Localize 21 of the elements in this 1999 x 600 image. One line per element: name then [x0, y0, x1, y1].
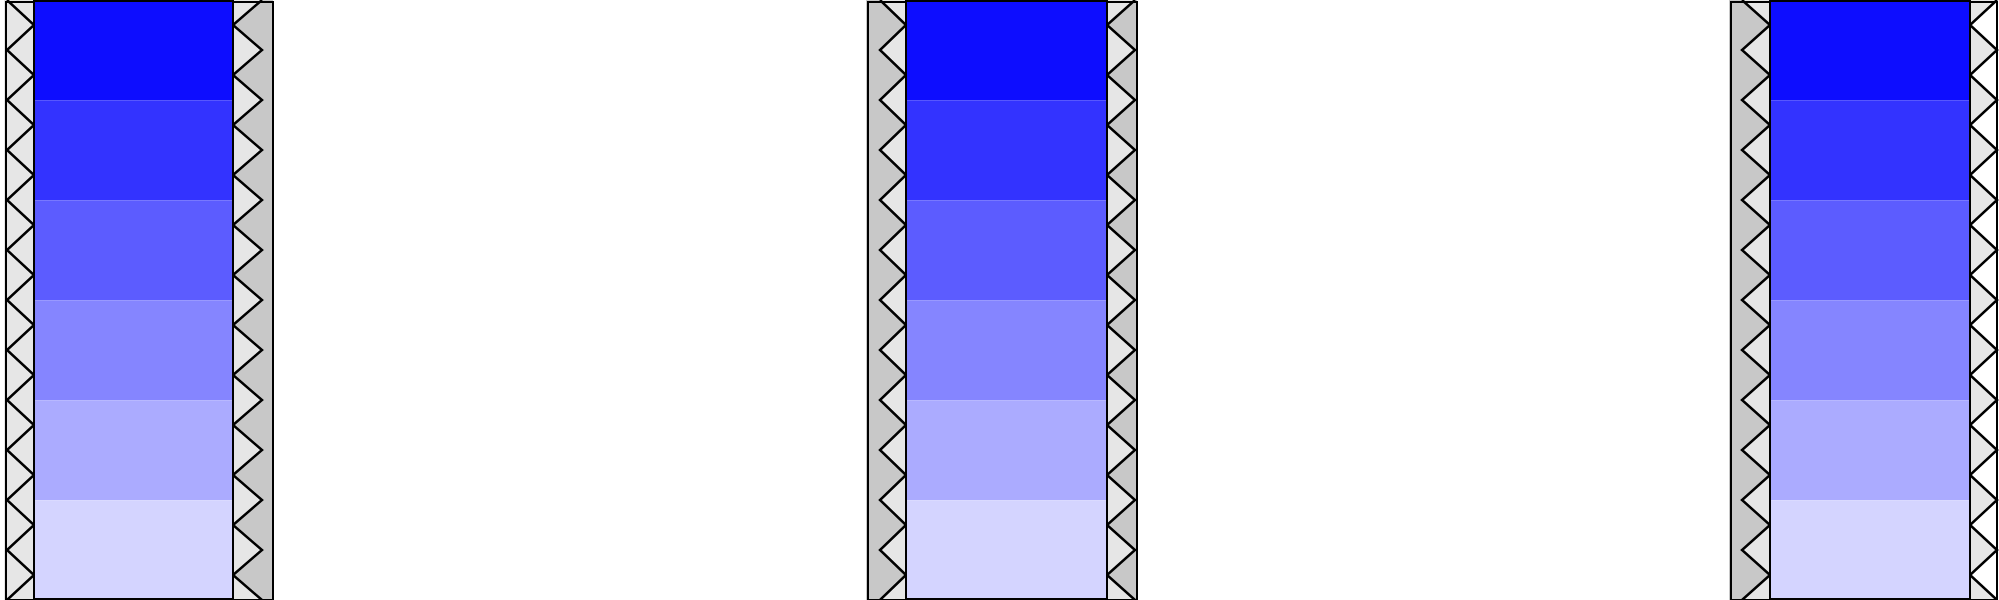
color-band	[1770, 0, 1971, 101]
color-band	[906, 0, 1108, 101]
color-band	[34, 200, 234, 301]
color-band	[906, 100, 1108, 201]
color-band	[1770, 500, 1971, 600]
color-band	[34, 300, 234, 401]
color-band	[1770, 300, 1971, 401]
color-band	[906, 500, 1108, 600]
column-frame	[867, 1, 1138, 600]
color-band	[34, 100, 234, 201]
color-band	[34, 500, 234, 600]
column-frame	[1730, 1, 1999, 600]
color-band	[34, 400, 234, 501]
color-band	[906, 200, 1108, 301]
color-band	[1770, 400, 1971, 501]
color-band	[906, 300, 1108, 401]
color-band	[34, 0, 234, 101]
color-band	[1770, 200, 1971, 301]
color-band	[906, 400, 1108, 501]
column-frame	[5, 1, 274, 600]
color-band	[1770, 100, 1971, 201]
